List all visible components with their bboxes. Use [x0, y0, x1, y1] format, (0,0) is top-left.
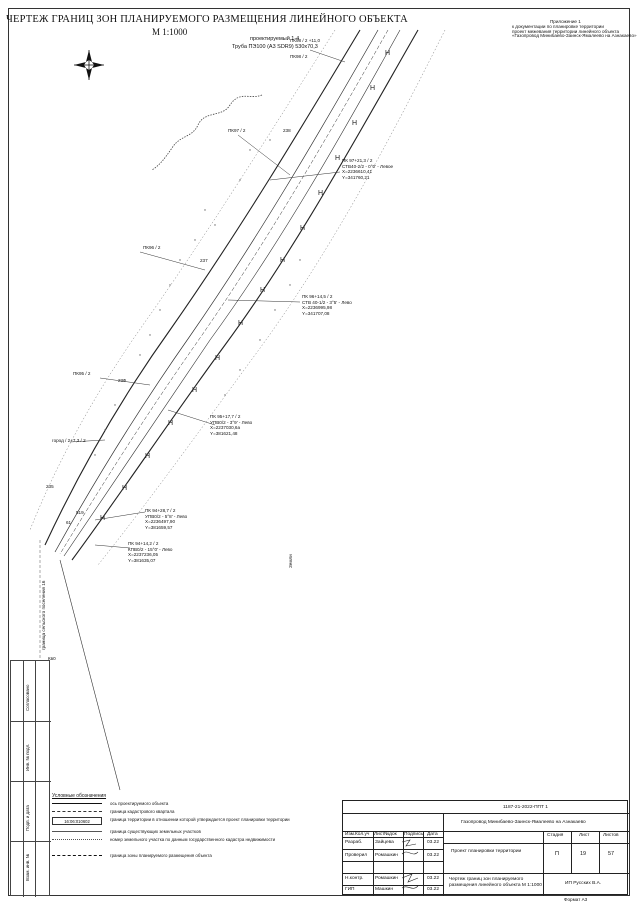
svg-text:H: H [145, 453, 150, 460]
village-boundary-label: граница сельского поселения 16 [41, 580, 46, 650]
row-name: Ромашкин [375, 853, 398, 858]
row-role: Н.контр. [345, 876, 364, 881]
row-name: Машкин [375, 887, 393, 892]
pipe-spec-label: Труба ПЭ100 (А3 SDR9) 530х70,3 [232, 44, 318, 50]
legend-item: граница кадастрового квартала [52, 809, 292, 815]
sheet-frame [8, 8, 630, 896]
drawing-title: ЧЕРТЕЖ ГРАНИЦ ЗОН ПЛАНИРУЕМОГО РАЗМЕЩЕНИ… [6, 14, 408, 25]
svg-text:H: H [385, 50, 390, 57]
pipeline-axis-2 [59, 29, 389, 555]
parcel-519: 519 [76, 510, 84, 515]
parcel-235: 235 [46, 484, 54, 489]
pipe-top-label: проектируемый 1-4 [250, 36, 300, 42]
title-block: 1187-21-2022-ППТ 1 Газопровод Минибаево-… [342, 800, 629, 896]
pipeline-axis-1 [54, 29, 379, 553]
svg-text:H: H [168, 420, 173, 427]
side-stamp-label: Согласовано [25, 684, 30, 711]
svg-text:H: H [192, 387, 197, 394]
drawing-scale: М 1:1000 [152, 27, 188, 37]
side-stamp: Взам. инв. № Подп. и дата Инв. № подл. С… [10, 660, 51, 897]
north-arrow-icon [74, 50, 104, 80]
appendix-line: Приложение 1 [550, 19, 581, 24]
col-header: Изм. [345, 832, 356, 837]
appendix-line: «Газопровод Минибаево-Заинск-Ямалеево на… [512, 33, 637, 39]
svg-text:H: H [260, 287, 265, 294]
zone-boundary-left [44, 29, 361, 546]
row-date: 03.22 [427, 840, 440, 845]
svg-text:H: H [352, 120, 357, 127]
section-name: Проект планировки территории [451, 849, 522, 854]
row-date: 03.22 [427, 876, 440, 881]
side-stamp-label: Взам. инв. № [25, 853, 30, 881]
appendix-line: к документации по планировке территории [512, 23, 604, 29]
parcel-238: 238 [283, 128, 291, 133]
pk-label-top: ПК98 / 2 +11,0 [290, 38, 321, 43]
svg-text:H: H [318, 190, 323, 197]
row-role: Проверил [345, 853, 368, 858]
col-header: Дата [427, 832, 438, 837]
organization: ИП Русских В.А. [565, 881, 602, 886]
doc-code: 1187-21-2022-ППТ 1 [503, 805, 548, 810]
svg-text:H: H [335, 155, 340, 162]
sheets-value: 57 [608, 851, 615, 857]
stage-header: Стадия [547, 833, 564, 838]
appendix-note: Приложение 1 к документации по планировк… [512, 19, 637, 39]
parcel-237: 237 [200, 258, 208, 263]
row-role: Разраб. [345, 840, 363, 845]
legend-item: ось проектируемого объекта [52, 801, 292, 807]
svg-text:H: H [100, 515, 105, 522]
col-header: Лист [374, 832, 385, 837]
svg-text:H: H [300, 225, 305, 232]
col-header: Подпись [404, 832, 423, 837]
col-header: Кол.уч [355, 832, 370, 837]
zone-boundary-right [71, 29, 419, 561]
gorod-label: город / 2+7,3 / 2 [52, 438, 86, 443]
row-name: Ромашкин [375, 876, 398, 881]
pk97-label: ПК97 / 2 [228, 128, 246, 133]
sheet-header: Лист [579, 833, 590, 838]
pk96-label: ПК96 / 2 [143, 245, 161, 250]
sheets-header: Листов [603, 833, 619, 838]
legend-item: номер земельного участка по данным госуд… [52, 837, 292, 843]
row-role: ГИП [345, 887, 355, 892]
sheet-value: 19 [580, 851, 587, 857]
pipeline-axis-3 [63, 29, 401, 557]
project-name: Газопровод Минибаево-Заинск-Ямалеево на … [461, 820, 586, 825]
row-date: 03.22 [427, 853, 440, 858]
stage-value: П [555, 851, 559, 857]
existing-lot-boundary-2 [29, 29, 336, 531]
row-name: Зайцева [375, 840, 394, 845]
center-note: Земли [288, 554, 293, 568]
legend-item: 16:06:010602 граница территории в отноше… [52, 817, 292, 825]
svg-text:H: H [238, 320, 243, 327]
row-date: 03.22 [427, 887, 440, 892]
pk95-label: ПК95 / 2 [73, 371, 91, 376]
svg-text:H: H [122, 485, 127, 492]
legend-title: Условные обозначения [52, 793, 107, 799]
legend-item: граница зоны планируемого размещения объ… [52, 853, 292, 859]
signature-marks [401, 839, 419, 889]
side-stamp-label: Подп. и дата [25, 805, 30, 831]
river-track [151, 94, 263, 171]
side-stamp-label: Инв. № подл. [25, 743, 30, 771]
appendix-line: проект межевания территории линейного об… [512, 28, 620, 34]
parcel-236: 236 [118, 378, 126, 383]
parcel-61: 61 [66, 520, 72, 525]
svg-text:H: H [280, 257, 285, 264]
svg-text:H: H [215, 355, 220, 362]
pk98-label: ПК98 / 2 [290, 54, 308, 59]
kvo-label: Кв0 [48, 656, 56, 661]
legend-item: граница существующих земельных участков [52, 829, 292, 835]
svg-text:H: H [370, 85, 375, 92]
col-header: №док [384, 832, 397, 837]
existing-lot-boundary [97, 29, 446, 566]
sheet-format: Формат А3 [564, 897, 588, 902]
